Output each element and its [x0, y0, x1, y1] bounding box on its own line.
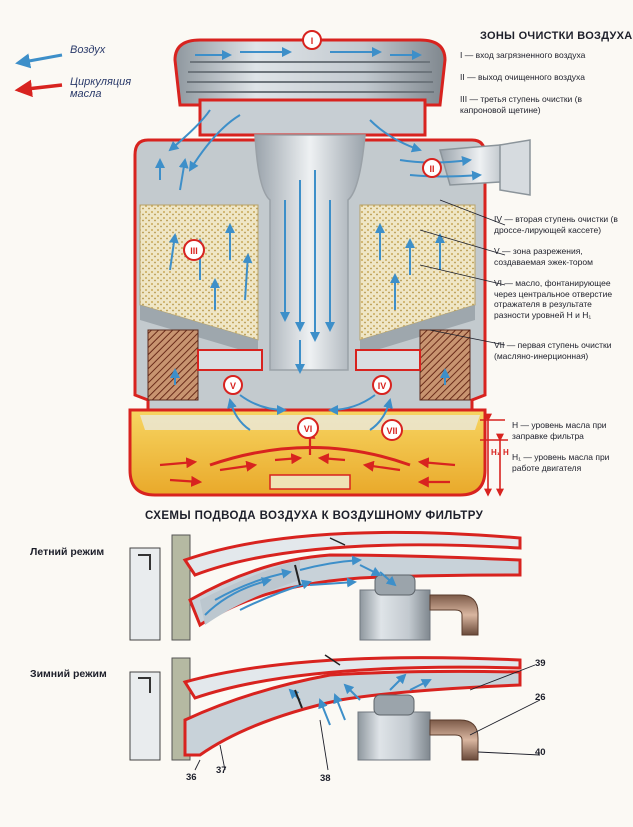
zone-note-i: I — вход загрязненного воздуха — [460, 50, 586, 60]
zone-note-vii-num: VII — [494, 340, 505, 350]
callout-36: 36 — [186, 772, 197, 783]
zone-marker-ii: II — [429, 164, 434, 174]
zone-marker-v: V — [230, 381, 236, 391]
callout-39: 39 — [535, 658, 546, 669]
callout-38: 38 — [320, 773, 331, 784]
zone-marker-iii: III — [190, 246, 198, 256]
zone-note-i-num: I — [460, 50, 463, 60]
zone-note-i-text: вход загрязненного воздуха — [475, 50, 586, 60]
zone-note-vii: VII — первая ступень очистки (масляно-ин… — [494, 340, 612, 361]
zone-marker-iv: IV — [378, 381, 387, 391]
zone-note-v: V — зона разрежения, создаваемая эжек-то… — [494, 246, 593, 267]
oil-flow-arrows — [159, 427, 456, 488]
zone-note-vi-num: VI — [494, 278, 503, 288]
legend-air-arrow-icon — [15, 53, 63, 69]
legend — [14, 53, 63, 98]
zone-note-iii-text: третья ступень очистки (в капроновой щет… — [460, 94, 583, 115]
winter-callout-lines — [194, 664, 541, 771]
zone-note-iv: IV — вторая ступень очистки (в дроссе-ли… — [494, 214, 618, 235]
zone-marker-i: I — [311, 36, 314, 46]
zone-note-ii-text: выход очищенного воздуха — [477, 72, 585, 82]
callout-40: 40 — [535, 747, 546, 758]
zones-title: ЗОНЫ ОЧИСТКИ ВОЗДУХА — [480, 30, 633, 42]
zone-marker-vii: VII — [386, 426, 397, 436]
zone-note-vi-text: масло, фонтанирующее через центральное о… — [494, 278, 613, 320]
level-h1-note: Н₁ — уровень масла при работе двигателя — [512, 452, 610, 473]
air-flow-arrows — [155, 47, 482, 431]
level-h-note: Н — уровень масла при заправке фильтра — [512, 420, 607, 441]
level-h1-mark: Н₁ — [491, 448, 501, 457]
summer-mode-label: Летний режим — [30, 546, 105, 558]
legend-air-label: Воздух — [70, 44, 106, 56]
zone-note-v-text: зона разрежения, создаваемая эжек-тором — [494, 246, 593, 267]
legend-oil-arrow-icon — [14, 79, 63, 98]
level-h-mark: Н — [503, 448, 509, 457]
section-title: СХЕМЫ ПОДВОДА ВОЗДУХА К ВОЗДУШНОМУ ФИЛЬТ… — [145, 510, 484, 522]
summer-mode-scheme — [129, 530, 522, 641]
callout-37: 37 — [216, 765, 227, 776]
callout-26: 26 — [535, 692, 546, 703]
zone-note-iii-num: III — [460, 94, 468, 104]
zone-note-iii: III — третья ступень очистки (в капронов… — [460, 94, 583, 115]
zone-note-v-num: V — [494, 246, 500, 256]
zone-note-vii-text: первая ступень очистки (масляно-инерцион… — [494, 340, 612, 361]
winter-mode-scheme — [129, 654, 541, 771]
zone-note-vi: VI — масло, фонтанирующее через централь… — [494, 278, 613, 320]
zone-note-ii: II — выход очищенного воздуха — [460, 72, 585, 82]
zone-marker-vi: VI — [304, 424, 313, 434]
leader-lines — [419, 199, 506, 346]
zone-note-ii-num: II — [460, 72, 465, 82]
winter-mode-label: Зимний режим — [30, 668, 107, 680]
zone-note-iv-num: IV — [494, 214, 503, 224]
zone-note-iv-text: вторая ступень очистки (в дроссе-лирующе… — [494, 214, 618, 235]
oil-level-marks — [480, 413, 508, 497]
legend-oil-label: Циркуляция масла — [70, 76, 132, 100]
zone-markers — [183, 30, 442, 441]
